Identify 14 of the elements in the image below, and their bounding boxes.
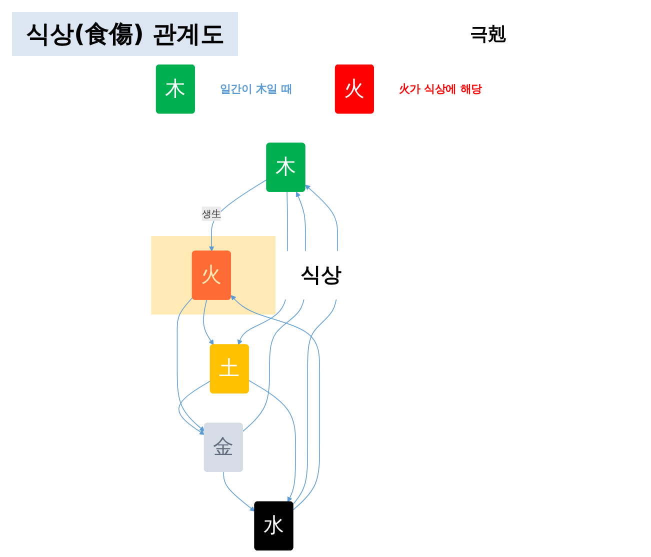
arrow [178,380,211,435]
arrow [208,179,268,252]
arrow [176,297,205,432]
node-label: 火가 식상에 해당 [398,82,482,96]
arrow [203,299,214,346]
node-label: 일간이 木일 때 [220,82,292,96]
note-text: 극剋 [470,23,506,46]
edge-label: 생生 [202,208,221,220]
arrow [248,380,296,502]
title: 식상(食傷) 관계도 [12,12,238,56]
cluster [151,236,276,315]
node-label: 식상 [300,262,342,287]
arrow [230,295,320,510]
arrow [223,472,256,512]
